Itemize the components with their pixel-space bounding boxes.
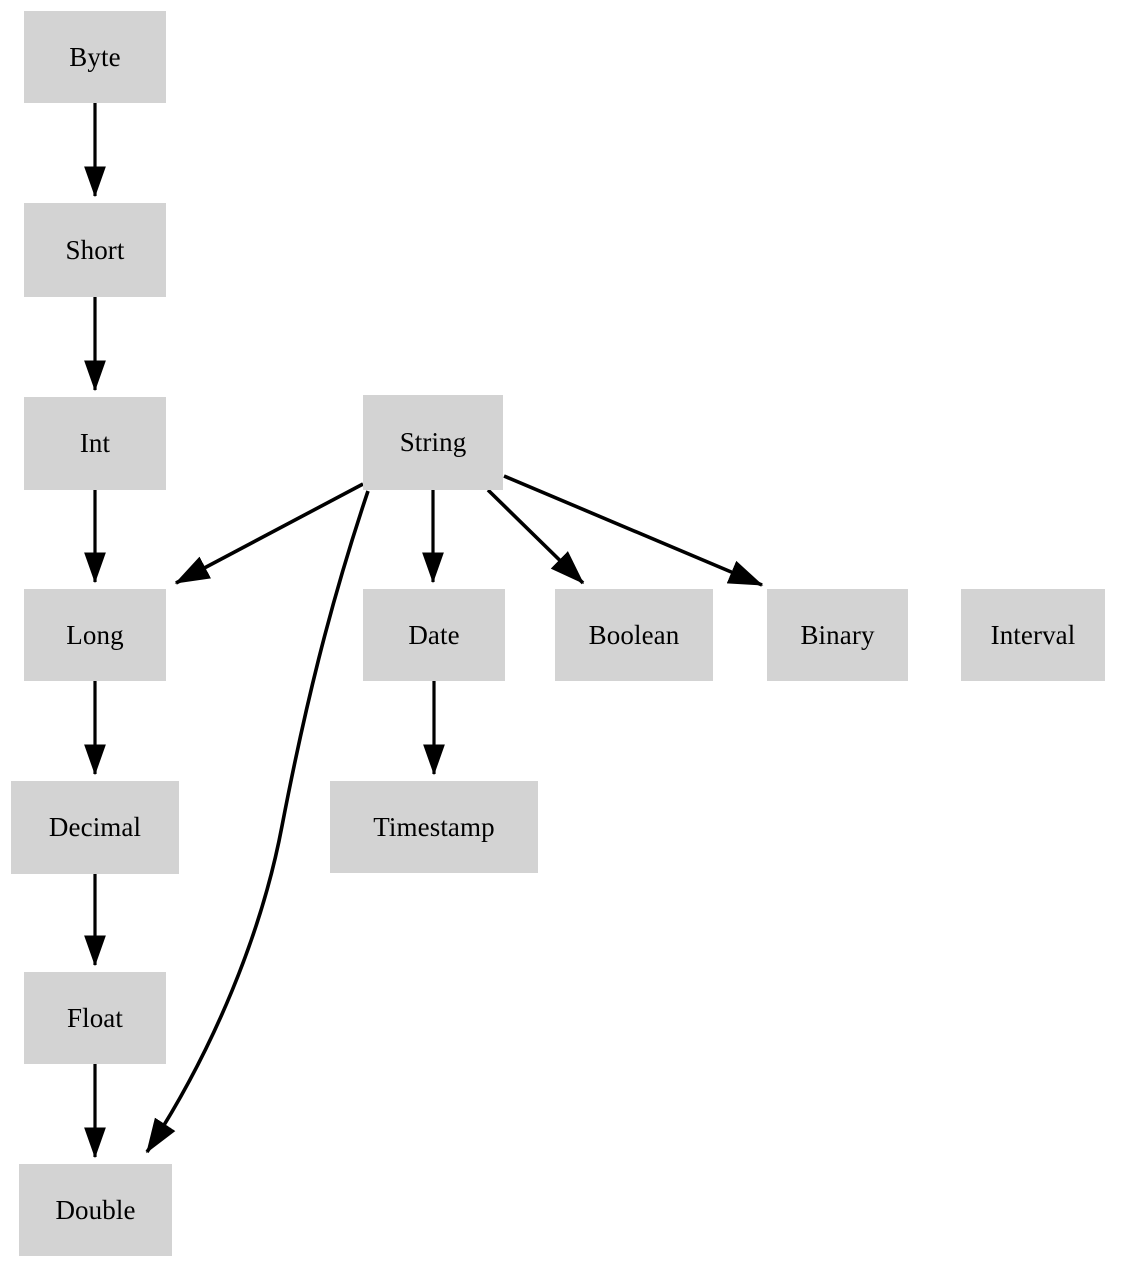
node-label-date: Date (408, 619, 460, 650)
edge-string-to-boolean (486, 488, 585, 585)
node-label-timestamp: Timestamp (373, 811, 495, 842)
node-label-interval: Interval (990, 619, 1076, 650)
node-label-boolean: Boolean (588, 619, 680, 650)
node-label-byte: Byte (69, 41, 121, 72)
edge-string-to-long (174, 482, 364, 585)
node-boolean[interactable]: Boolean (555, 589, 713, 681)
node-label-short: Short (65, 234, 125, 265)
node-string[interactable]: String (363, 395, 503, 490)
node-label-double: Double (55, 1194, 136, 1225)
node-binary[interactable]: Binary (767, 589, 908, 681)
edge-string-to-binary (503, 474, 764, 587)
node-long[interactable]: Long (24, 589, 166, 681)
node-byte[interactable]: Byte (24, 11, 166, 103)
node-label-int: Int (79, 428, 111, 458)
node-float[interactable]: Float (24, 972, 166, 1064)
node-label-long: Long (66, 619, 124, 650)
node-interval[interactable]: Interval (961, 589, 1105, 681)
node-label-binary: Binary (800, 619, 875, 650)
node-short[interactable]: Short (24, 203, 166, 297)
node-decimal[interactable]: Decimal (11, 781, 179, 874)
node-timestamp[interactable]: Timestamp (330, 781, 538, 873)
node-int[interactable]: Int (24, 397, 166, 490)
node-label-float: Float (66, 1002, 123, 1033)
node-double[interactable]: Double (19, 1164, 172, 1256)
node-date[interactable]: Date (363, 589, 505, 681)
node-label-decimal: Decimal (48, 812, 142, 842)
node-label-string: String (399, 427, 467, 457)
